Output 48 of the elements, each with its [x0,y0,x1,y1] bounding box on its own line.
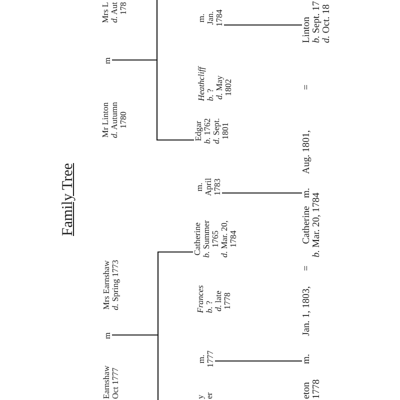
equals-sign: = [302,84,312,90]
connector-line [112,0,158,61]
person-name: Linton [301,16,312,43]
marriage-mark: m. [196,354,206,364]
person-name: Mrs L [100,2,110,24]
marriage-date: Jan. 1784 [205,10,224,26]
marriage-mark: m. [194,182,204,192]
person-name: Catherine [192,222,202,256]
person-name: eton [301,382,312,399]
death-date: d. Mar. 20, 1784 [219,220,238,258]
birth-date: b. Mar. 20, 1784 [311,192,322,258]
connector-line [215,360,302,362]
person-name: Edgar [193,120,203,142]
birth-date: b. Summer 1765 [201,220,220,258]
marriage-date: Jan. 1, 1803, [302,286,312,336]
marriage-date: Aug. 1801, [302,130,312,174]
birth-date: b. ? [205,88,215,101]
connector-line [222,192,302,194]
birth-date: b. 1762 [202,118,212,144]
marriage-mark: m [102,57,112,64]
marriage-mark: m. [301,354,312,364]
connector-line [224,24,302,26]
person-name: Mr Linton [100,102,110,138]
marriage-date: 1777 [205,350,215,368]
marriage-mark: m. [301,188,312,198]
person-name: Mrs Earnshaw [101,260,111,310]
birth-date: er [204,392,214,399]
marriage-date: April 1783 [203,178,222,196]
birth-date: b. Sept. 17 [311,1,322,43]
death-date: d. Aut [109,2,119,23]
death-date: d. Spring 1773 [110,260,120,310]
person-name: Frances [195,285,205,313]
death-date: 178 [118,2,128,15]
death-date: d. Oct. 18 [321,4,332,43]
person-name: y [195,394,205,399]
person-name: Heathcliff [196,67,206,101]
equals-sign: = [302,265,312,271]
marriage-mark: m [102,332,112,339]
birth-date: 1778 [311,379,322,399]
death-date: d. Sept. 1801 [211,118,230,144]
diagram-title: Family Tree [61,163,76,236]
marriage-mark: m. [196,14,206,22]
person-name: Catherine [301,206,312,244]
death-date: d. Autumn 1780 [109,102,128,138]
person-name: Earnshaw [101,365,111,399]
death-date: Oct 1777 [110,368,120,399]
birth-date: b. ? [204,300,214,313]
connector-line [112,334,159,400]
